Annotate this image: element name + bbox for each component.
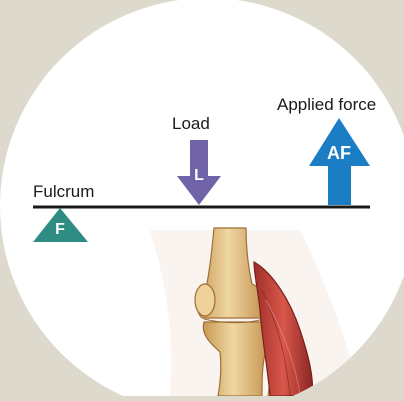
applied-force-symbol: AF xyxy=(319,143,359,164)
applied-force-label: Applied force xyxy=(277,95,376,115)
patella-bone xyxy=(195,284,215,316)
fulcrum-label: Fulcrum xyxy=(33,182,94,202)
load-symbol: L xyxy=(187,167,211,185)
fulcrum-symbol: F xyxy=(48,221,72,239)
load-label: Load xyxy=(172,114,210,134)
